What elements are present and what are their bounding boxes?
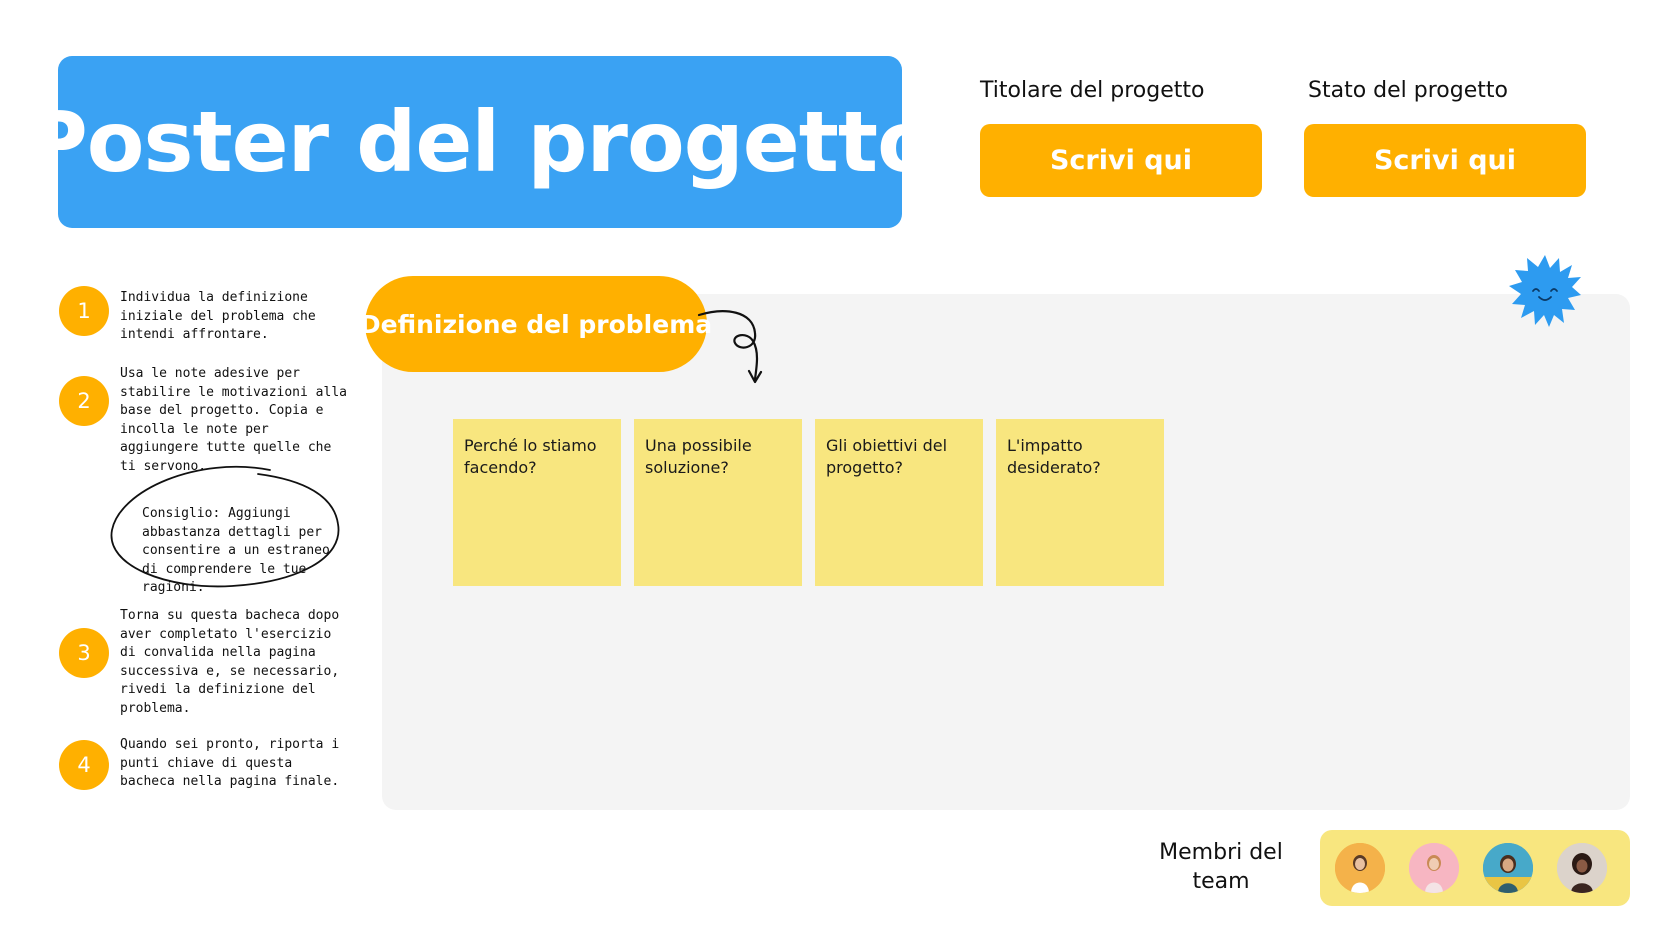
owner-label: Titolare del progetto [980,78,1205,103]
avatar-member-4[interactable] [1557,843,1607,893]
page-title: Poster del progetto [26,93,935,191]
sticky-note-goals[interactable]: Gli obiettivi del progetto? [815,419,983,586]
status-label: Stato del progetto [1308,78,1508,103]
avatar-member-1[interactable] [1335,843,1385,893]
step-text-4: Quando sei pronto, riporta i punti chiav… [120,737,340,789]
title-banner: Poster del progetto [26,56,935,228]
tip-text: Consiglio: Aggiungi abbastanza dettagli … [142,506,330,595]
avatar-member-2[interactable] [1409,843,1459,893]
sticky-note-why[interactable]: Perché lo stiamo facendo? [453,419,621,586]
sticky-note-impact[interactable]: L'impatto desiderato? [996,419,1164,586]
status-input-button[interactable]: Scrivi qui [1304,124,1586,197]
step-number-1: 1 [59,286,109,336]
person-icon [1557,843,1607,893]
problem-heading: Definizione del problema [360,276,712,372]
step-number-3: 3 [59,628,109,678]
tip-oval [110,465,340,588]
avatar-member-3[interactable] [1483,843,1533,893]
step-number-2: 2 [59,376,109,426]
smiling-sun-icon [1509,255,1581,327]
step-text-1: Individua la definizione iniziale del pr… [120,290,316,342]
sticky-note-solution[interactable]: Una possibile soluzione? [634,419,802,586]
team-label: Membri del team [1159,840,1283,894]
step-number-4: 4 [59,740,109,790]
curly-arrow-icon [697,310,763,384]
person-icon [1335,843,1385,893]
step-text-3: Torna su questa bacheca dopo aver comple… [120,608,340,716]
person-icon [1483,843,1533,893]
step-text-2: Usa le note adesive per stabilire le mot… [120,366,347,474]
owner-input-button[interactable]: Scrivi qui [980,124,1262,197]
person-icon [1409,843,1459,893]
